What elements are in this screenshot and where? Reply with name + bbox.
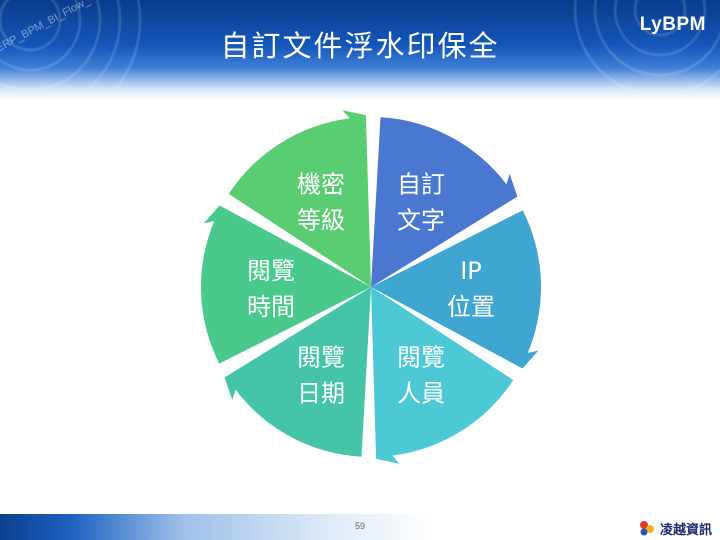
cycle-segment <box>371 287 514 464</box>
segment-label: 閱覽日期 <box>297 344 345 408</box>
company-logo-icon <box>639 521 654 536</box>
company-logo-text: 凌越資訊 <box>659 522 712 538</box>
footer-bar <box>0 514 720 540</box>
page-number: 59 <box>354 521 365 531</box>
brand-logo-text: LyBPM <box>639 14 706 35</box>
company-logo: 凌越資訊 <box>637 518 712 538</box>
segment-label: 自訂文字 <box>397 170 445 234</box>
cycle-segment <box>224 287 371 457</box>
cycle-segment <box>201 205 371 364</box>
segment-label: 閱覽人員 <box>397 344 445 408</box>
segment-group <box>201 110 541 464</box>
cycle-segment <box>371 210 541 369</box>
cycle-segment <box>228 110 371 287</box>
page-title: 自訂文件浮水印保全 <box>220 29 500 63</box>
segment-label: 閱覽時間 <box>247 257 295 321</box>
header-banner: ERP_BPM_BI_Flow_ 自訂文件浮水印保全 LyBPM <box>0 0 720 100</box>
cycle-segment <box>371 117 518 287</box>
banner-maze-pattern <box>0 0 720 100</box>
segment-label: 機密等級 <box>297 170 345 234</box>
